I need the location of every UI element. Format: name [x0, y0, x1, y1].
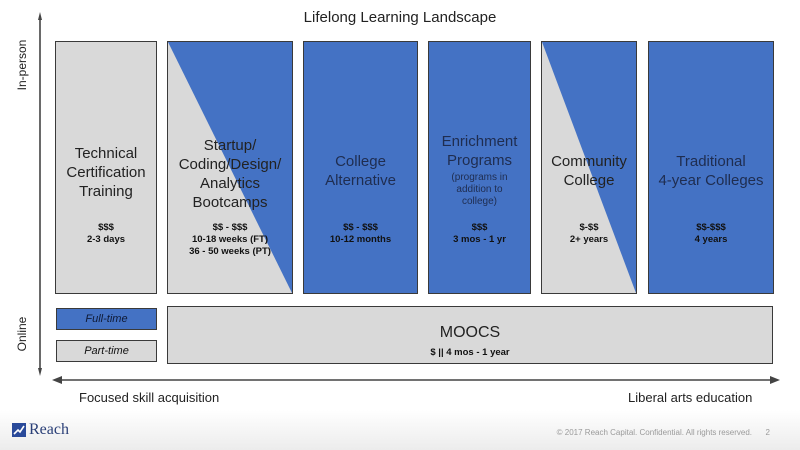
reach-logo-icon	[12, 423, 26, 437]
program-box-traditional-colleges: Traditional 4-year Colleges $$-$$$ 4 yea…	[648, 41, 774, 294]
mooc-name: MOOCS	[439, 324, 501, 341]
logo-text: Reach	[29, 421, 69, 438]
program-name: College Alternative	[325, 153, 396, 189]
program-cost: $$$ 3 mos - 1 yr	[453, 222, 506, 245]
program-name: Startup/ Coding/Design/ Analytics Bootca…	[178, 137, 282, 211]
mooc-cost: $ || 4 mos - 1 year	[430, 347, 510, 358]
program-box-bootcamps: Startup/ Coding/Design/ Analytics Bootca…	[167, 41, 293, 294]
legend-full-time: Full-time	[56, 308, 157, 330]
horizontal-axis-arrow	[52, 376, 780, 384]
slide-footer: Reach © 2017 Reach Capital. Confidential…	[0, 410, 800, 450]
diagram-title: Lifelong Learning Landscape	[303, 9, 497, 26]
program-cost: $$-$$$ 4 years	[694, 222, 728, 245]
split-fill-shape	[168, 42, 292, 293]
program-name: Traditional 4-year Colleges	[658, 153, 764, 189]
split-fill-shape	[542, 42, 636, 293]
vertical-axis-arrow	[38, 12, 42, 376]
program-name: Community College	[551, 153, 627, 189]
program-name: Technical Certification Training	[66, 145, 146, 200]
program-box-college-alternative: College Alternative $$ - $$$ 10-12 month…	[303, 41, 418, 294]
copyright-text: © 2017 Reach Capital. Confidential. All …	[556, 428, 752, 437]
program-cost: $-$$ 2+ years	[569, 222, 609, 245]
axis-label-focused-skill: Focused skill acquisition	[79, 390, 220, 405]
program-cost: $$ - $$$ 10-18 weeks (FT) 36 - 50 weeks …	[189, 222, 271, 257]
program-note: (programs in addition to college)	[451, 172, 508, 207]
reach-logo: Reach	[12, 421, 69, 439]
axis-label-in-person: In-person	[15, 39, 29, 91]
program-name: Enrichment Programs	[441, 133, 518, 169]
axis-label-online: Online	[15, 316, 29, 352]
program-box-enrichment-programs: Enrichment Programs (programs in additio…	[428, 41, 531, 294]
program-cost: $$$ 2-3 days	[86, 222, 126, 245]
axis-label-liberal-arts: Liberal arts education	[628, 390, 753, 405]
mooc-box: MOOCS $ || 4 mos - 1 year	[167, 306, 773, 364]
program-box-community-college: Community College $-$$ 2+ years	[541, 41, 637, 294]
program-cost: $$ - $$$ 10-12 months	[329, 222, 392, 245]
page-number: 2	[765, 428, 770, 437]
program-box-technical-certification: Technical Certification Training $$$ 2-3…	[55, 41, 157, 294]
legend-part-time: Part-time	[56, 340, 157, 362]
